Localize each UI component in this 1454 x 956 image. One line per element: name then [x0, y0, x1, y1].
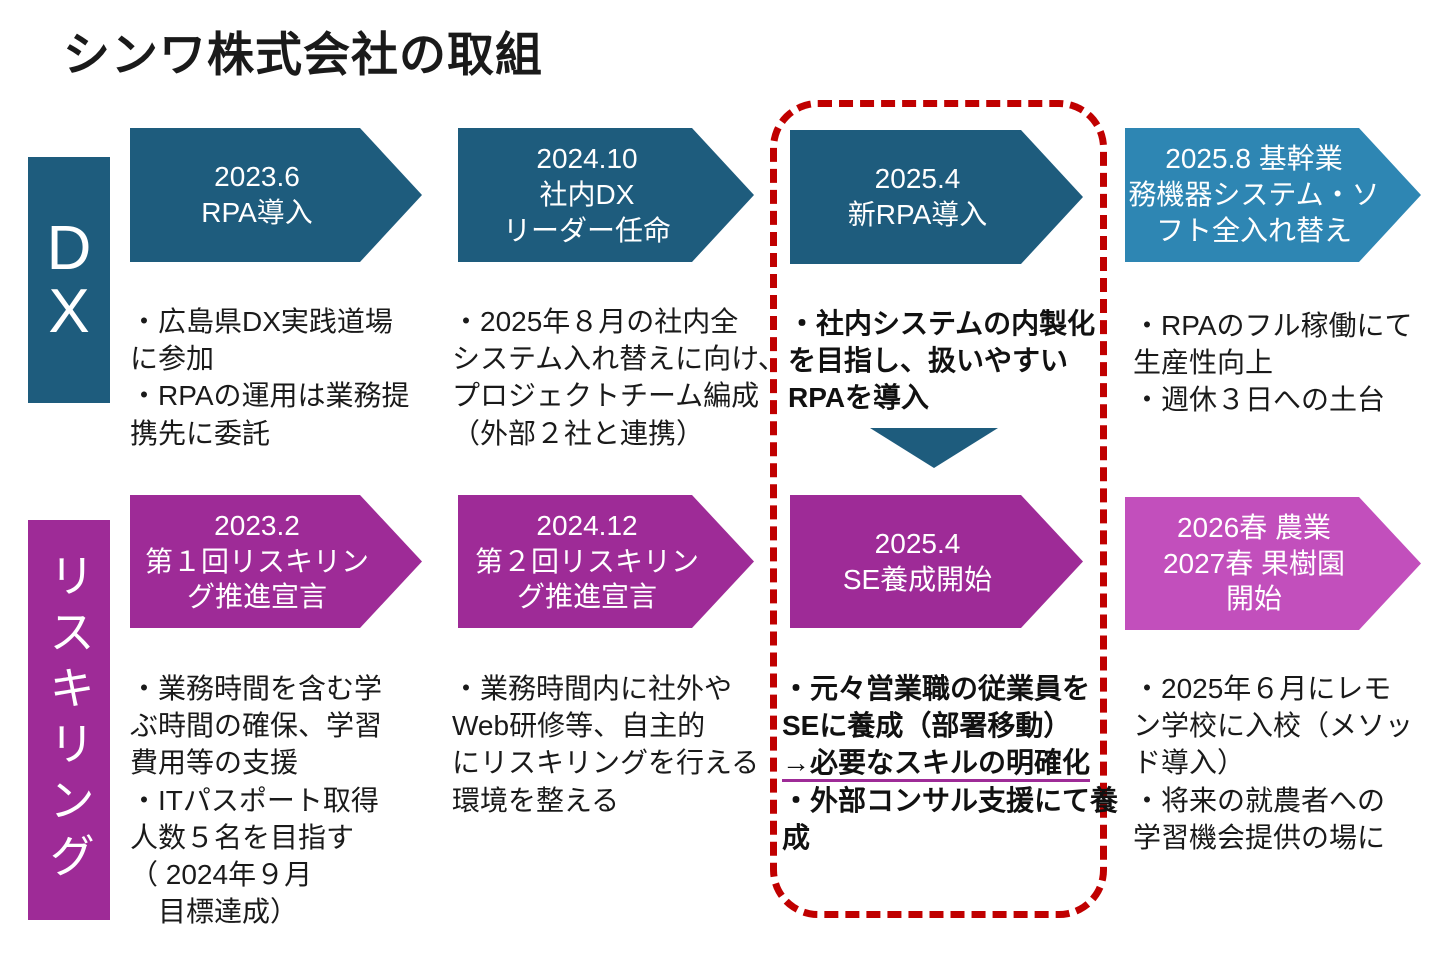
- dx-axis-label: D X: [28, 157, 110, 403]
- arrow-label-line: 2025.8 基幹業: [1165, 143, 1343, 175]
- arrow-label-line: グ推進宣言: [516, 581, 657, 613]
- arrow-label-line: 2023.6: [214, 161, 300, 193]
- milestone-arrow-dx-1: 2023.6 RPA導入: [130, 128, 422, 262]
- note-reskilling-3: ・元々営業職の従業員を SEに養成（部署移動） →必要なスキルの明確化 ・外部コ…: [782, 670, 1118, 856]
- arrow-label-line: 2023.2: [214, 509, 300, 541]
- note-dx-4: ・RPAのフル稼働にて 生産性向上 ・週休３日への土台: [1133, 310, 1413, 416]
- arrow-label-line: リーダー任命: [502, 214, 671, 246]
- milestone-arrow-dx-3: 2025.4 新RPA導入: [790, 130, 1083, 264]
- note-reskilling-4: ・2025年６月にレモ ン学校に入校（メソッ ド導入） ・将来の就農者への 学習…: [1133, 673, 1414, 853]
- arrow-label-line: 開始: [1225, 583, 1282, 615]
- milestone-arrow-reskilling-1: 2023.2 第１回リスキリン グ推進宣言: [130, 495, 422, 628]
- milestone-arrow-reskilling-3: 2025.4 SE養成開始: [790, 495, 1083, 628]
- note-underlined-text: →必要なスキルの明確化: [782, 747, 1091, 779]
- milestone-arrow-reskilling-4: 2026春 農業 2027春 果樹園 開始: [1125, 497, 1421, 630]
- arrow-label-line: フト全入れ替え: [1155, 214, 1352, 246]
- milestone-arrow-dx-2: 2024.10 社内DX リーダー任命: [458, 128, 754, 262]
- note-reskilling-2: ・業務時間内に社外や Web研修等、自主的 にリスキリングを行える 環境を整える: [452, 673, 760, 816]
- arrow-label-line: 2024.10: [536, 143, 638, 175]
- arrow-label-line: 社内DX: [539, 179, 635, 211]
- note-dx-2: ・2025年８月の社内全 システム入れ替えに向け、 プロジェクトチーム編成 （外…: [452, 306, 786, 449]
- note-text: ・元々営業職の従業員を SEに養成（部署移動）: [782, 673, 1091, 742]
- page-title: シンワ株式会社の取組: [63, 28, 543, 81]
- milestone-arrow-reskilling-2: 2024.12 第２回リスキリン グ推進宣言: [458, 495, 754, 628]
- arrow-label-line: グ推進宣言: [186, 581, 327, 613]
- arrow-label-line: SE養成開始: [842, 563, 993, 595]
- arrow-label-line: 2025.4: [874, 163, 961, 195]
- note-reskilling-1: ・業務時間を含む学 ぶ時間の確保、学習 費用等の支援 ・ITパスポート取得 人数…: [130, 673, 383, 928]
- arrow-label-line: 第１回リスキリン: [144, 545, 369, 577]
- reskilling-axis-label: リスキリング: [28, 520, 110, 920]
- arrow-label-line: 2025.4: [874, 527, 961, 559]
- note-dx-3: ・社内システムの内製化 を目指し、扱いやすい RPAを導入: [788, 308, 1096, 414]
- note-dx-1: ・広島県DX実践道場 に参加 ・RPAの運用は業務提 携先に委託: [130, 306, 410, 449]
- arrow-label-line: 2024.12: [536, 509, 638, 541]
- highlight-dashed-box: [770, 100, 1107, 918]
- arrow-label-line: 第２回リスキリン: [474, 545, 699, 577]
- milestone-arrow-dx-4: 2025.8 基幹業 務機器システム・ソ フト全入れ替え: [1125, 128, 1421, 262]
- note-text: ・外部コンサル支援にて養 成: [782, 784, 1119, 853]
- arrow-label-line: 務機器システム・ソ: [1128, 179, 1380, 211]
- arrow-label-line: 2026春 農業: [1176, 511, 1332, 543]
- arrow-label-line: RPA導入: [201, 197, 313, 228]
- arrow-label-line: 2027春 果樹園: [1162, 547, 1346, 579]
- arrow-label-line: 新RPA導入: [847, 199, 988, 230]
